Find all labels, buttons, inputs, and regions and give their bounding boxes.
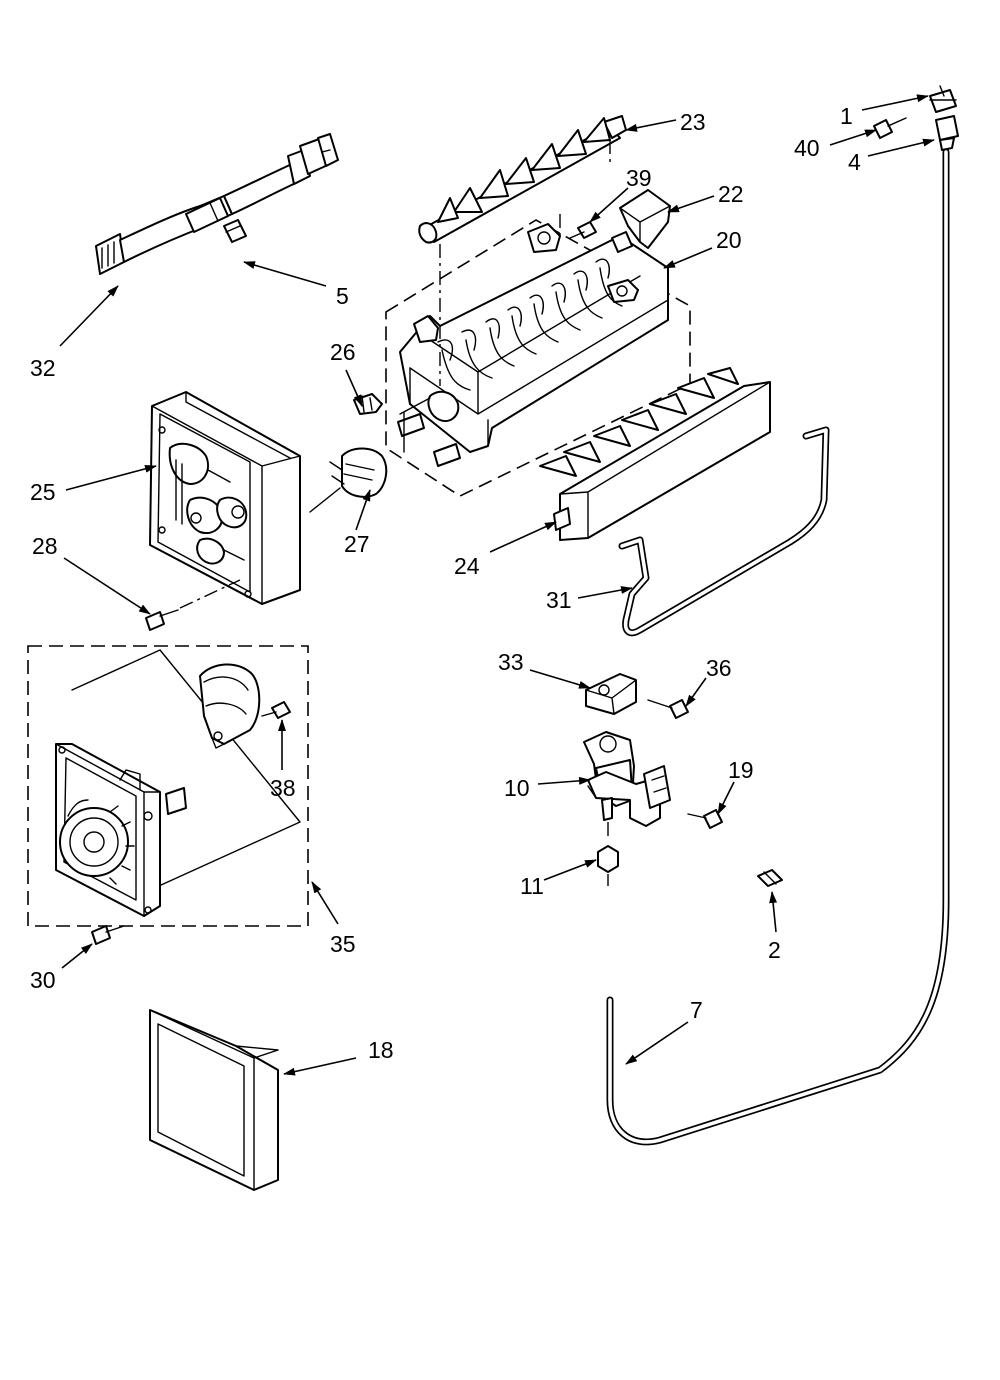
callout-11: 11 [520,873,544,899]
thermostat [309,447,388,513]
motor-module [55,649,301,917]
module-group-boundary [27,645,309,927]
screw-36 [647,699,689,719]
ice-stripper [539,367,771,541]
callout-31: 31 [546,587,572,613]
ice-mold [397,223,669,467]
callout-1: 1 [840,103,853,129]
front-cover [149,1009,279,1191]
callout-26: 26 [330,339,356,365]
callout-2: 2 [768,937,781,963]
callout-35: 35 [330,931,356,957]
callout-4: 4 [848,149,861,175]
callout-22: 22 [718,181,744,207]
callout-5: 5 [336,283,349,309]
callout-32: 32 [30,355,56,381]
screw-28 [145,579,241,631]
callout-7: 7 [690,997,703,1023]
screw-19 [687,809,723,829]
leader-lines [59,94,935,1076]
ice-ejector [418,115,627,386]
callout-28: 28 [32,533,58,559]
screw-38 [261,701,291,719]
fill-cup [611,189,671,253]
drive-motor [199,663,261,749]
callout-23: 23 [680,109,706,135]
water-valve [583,731,671,827]
callout-36: 36 [706,655,732,681]
valve-cover [585,673,637,715]
tube-fittings [873,85,959,151]
callout-labels: 1 40 4 23 39 22 20 5 32 26 25 27 28 24 3… [30,103,861,1063]
shutoff-arm [618,426,830,637]
callout-30: 30 [30,967,56,993]
callout-38: 38 [270,775,296,801]
ice-maker-housing [149,391,301,605]
screw-30 [91,925,125,945]
callout-18: 18 [368,1037,394,1063]
callout-10: 10 [504,775,530,801]
screw-39 [569,221,597,239]
callout-24: 24 [454,553,480,579]
callout-20: 20 [716,227,742,253]
tube-clip [757,869,783,887]
nut [597,822,619,886]
callout-25: 25 [30,479,56,505]
water-tube [606,148,950,1146]
callout-40: 40 [794,135,820,161]
callout-19: 19 [728,757,754,783]
wire-harness [95,133,339,275]
callout-27: 27 [344,531,370,557]
callout-33: 33 [498,649,524,675]
callout-39: 39 [626,165,652,191]
